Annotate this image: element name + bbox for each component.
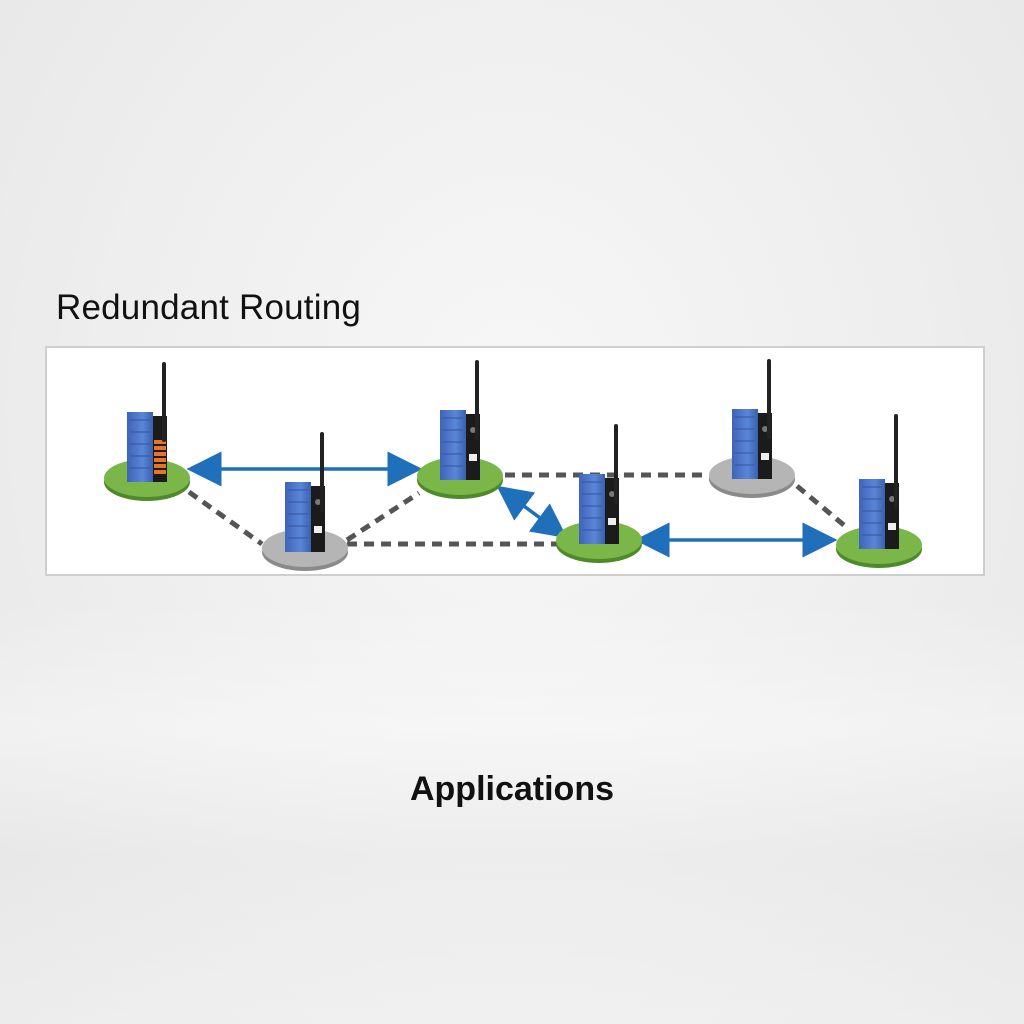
node-1-antenna: [162, 362, 166, 442]
node-5-led: [762, 426, 768, 432]
node-4-port: [608, 518, 616, 525]
node-4-antenna: [614, 424, 618, 504]
node-2-antenna: [320, 432, 324, 512]
node-5-antenna: [767, 359, 771, 439]
node-1-terminal: [154, 464, 166, 468]
node-6-led: [889, 496, 895, 502]
network-diagram-panel: [45, 346, 985, 576]
link-arrow-node-3-node-4: [496, 485, 568, 539]
node-3-port: [469, 454, 477, 461]
background-floor: [0, 600, 1024, 1024]
node-1-device: [104, 362, 190, 501]
node-4-device: [556, 424, 642, 563]
node-1-terminal: [154, 452, 166, 456]
node-2-led: [315, 499, 321, 505]
links-layer: [186, 451, 847, 558]
node-4-body: [579, 474, 605, 544]
node-2-body: [285, 482, 311, 552]
nodes-layer: [104, 359, 922, 571]
node-1-terminal: [154, 458, 166, 462]
node-6-device: [836, 414, 922, 568]
node-2-device: [262, 432, 348, 571]
node-6-body: [859, 479, 885, 549]
node-1-terminal: [154, 470, 166, 474]
node-3-device: [417, 360, 503, 499]
node-3-led: [470, 427, 476, 433]
node-6-antenna: [894, 414, 898, 509]
node-3-body: [440, 410, 466, 480]
node-1-terminal: [154, 446, 166, 450]
node-2-port: [314, 526, 322, 533]
node-3-antenna: [475, 360, 479, 440]
node-5-device: [709, 359, 795, 498]
link-dashed-node-5-node-6: [795, 484, 847, 528]
diagram-title: Redundant Routing: [56, 288, 362, 327]
node-1-body: [127, 412, 153, 482]
node-5-port: [761, 453, 769, 460]
link-dashed-node-2-node-3: [345, 490, 421, 543]
network-diagram: [104, 359, 922, 571]
applications-heading: Applications: [409, 770, 615, 808]
node-6-port: [888, 523, 896, 530]
node-5-body: [732, 409, 758, 479]
link-dashed-node-1-node-2: [187, 489, 264, 547]
node-1-terminal: [154, 440, 166, 444]
node-4-led: [609, 491, 615, 497]
